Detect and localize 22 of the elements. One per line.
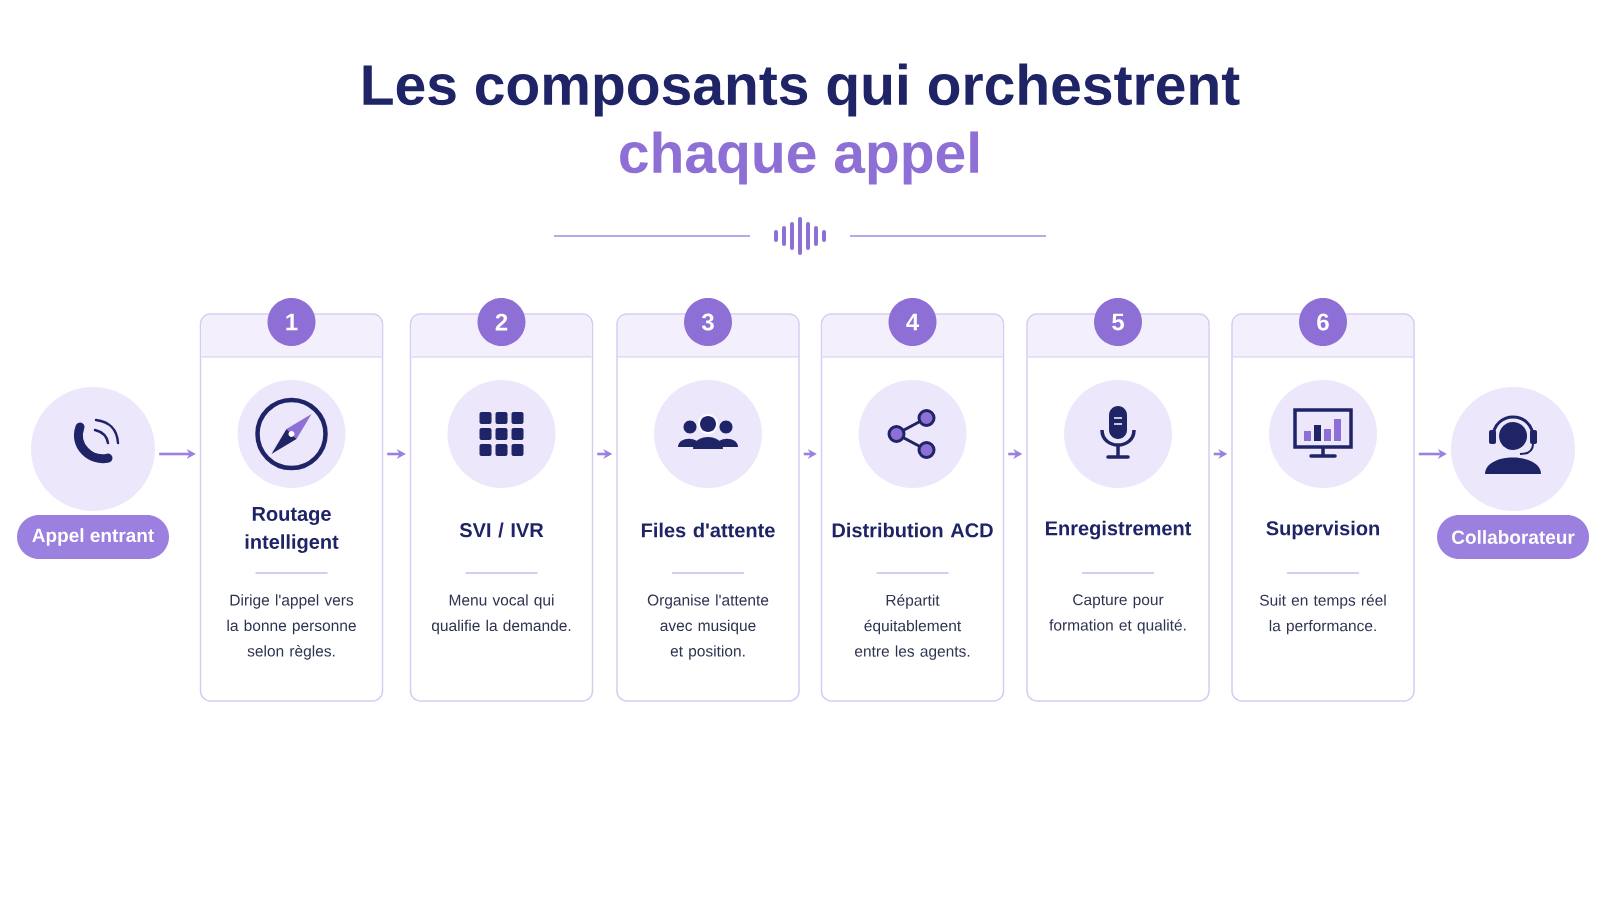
- card-description: Menu vocal qui qualifie la demande.: [431, 594, 571, 635]
- card-title: SVI / IVR: [459, 522, 544, 538]
- card-description: Capture pour formation et qualité.: [1049, 594, 1186, 634]
- pill-label: Collaborateur: [1437, 515, 1589, 559]
- card-title: Enregistrement: [1046, 520, 1192, 540]
- card-description: Dirige l'appel vers la bonne personne selon règles.: [227, 594, 356, 660]
- number-badge: 6: [1299, 298, 1347, 346]
- number-badge: 1: [267, 298, 316, 346]
- card-title: Supervision: [1266, 520, 1379, 540]
- card-description: Répartit équitablement entre les agents.: [855, 594, 970, 660]
- card-title: Routage intelligent: [245, 507, 339, 553]
- number-badge: 2: [477, 298, 526, 346]
- number-badge: 5: [1094, 298, 1142, 346]
- title: Les composants qui orchestrent: [363, 63, 1240, 117]
- number-badge: 4: [888, 298, 937, 346]
- title: chaque appel: [620, 131, 979, 185]
- number-badge: 3: [684, 298, 732, 346]
- card-title: Files d'attente: [641, 522, 775, 538]
- card-title: Distribution ACD: [832, 522, 993, 538]
- pill-label: Appel entrant: [17, 515, 169, 559]
- card-description: Organise l'attente avec musique et position.: [647, 594, 769, 660]
- card-description: Suit en temps réel la performance.: [1259, 594, 1386, 635]
